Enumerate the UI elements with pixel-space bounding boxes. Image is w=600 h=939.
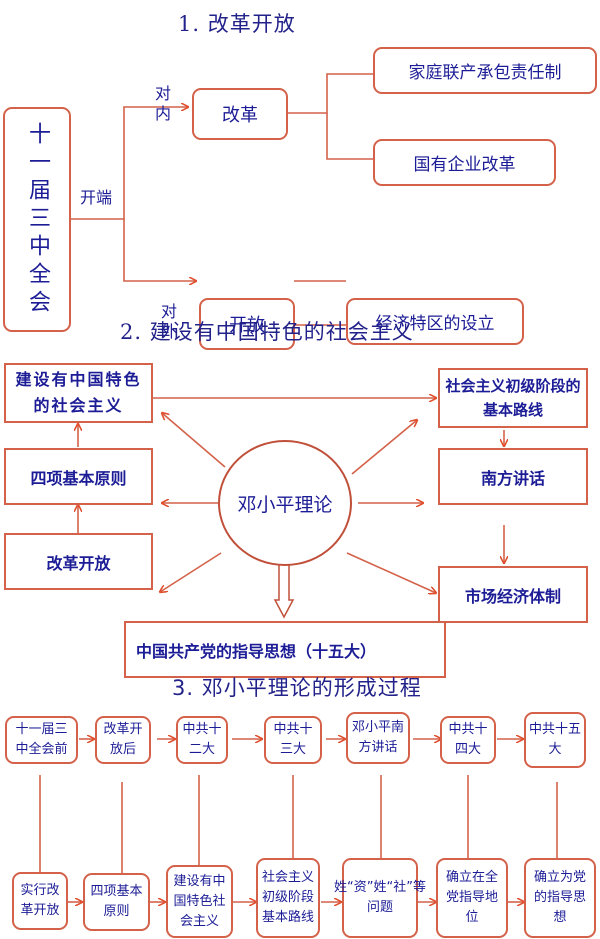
left-box-socialism: 建设有中国特色的社会主义 <box>4 363 153 423</box>
timeline-bottom-4: 社会主义初级阶段基本路线 <box>256 858 320 938</box>
right-box-market-economy: 市场经济体制 <box>438 566 588 623</box>
right-box-southern-tour: 南方讲话 <box>438 448 588 505</box>
timeline-top-1: 十一届三中全会前 <box>5 716 78 764</box>
reform-box: 改革 <box>192 88 288 140</box>
section2-title: 2. 建设有中国特色的社会主义 <box>120 320 414 344</box>
timeline-bottom-2: 四项基本原则 <box>83 873 150 931</box>
right-box-basic-line: 社会主义初级阶段的基本路线 <box>438 368 588 428</box>
timeline-top-5: 邓小平南方讲话 <box>346 712 410 764</box>
root-box-plenum: 十一届三中全会 <box>3 107 71 332</box>
timeline-bottom-7: 确立为党的指导思想 <box>524 858 596 938</box>
opening-box: 开放 <box>199 298 295 350</box>
timeline-top-2: 改革开放后 <box>95 716 151 764</box>
section1-title: 1. 改革开放 <box>178 12 296 36</box>
start-label: 开端 <box>80 188 113 207</box>
sez-box: 经济特区的设立 <box>346 298 524 345</box>
left-box-four-principles: 四项基本原则 <box>4 448 153 505</box>
center-circle-deng-theory: 邓小平理论 <box>218 440 352 566</box>
inner-label: 对内 <box>155 84 172 123</box>
timeline-bottom-5: 姓“资”姓“社”等问题 <box>334 858 426 938</box>
soe-reform-box: 国有企业改革 <box>373 139 556 186</box>
guiding-ideology-box: 中国共产党的指导思想（十五大） <box>124 621 446 678</box>
timeline-bottom-1: 实行改革开放 <box>12 872 68 930</box>
household-responsibility-box: 家庭联产承包责任制 <box>373 47 597 94</box>
timeline-bottom-6: 确立在全党指导地位 <box>436 858 508 938</box>
timeline-top-4: 中共十三大 <box>264 716 322 764</box>
timeline-top-7: 中共十五大 <box>524 712 586 768</box>
hollow-down-arrow <box>273 557 295 619</box>
timeline-top-6: 中共十四大 <box>440 716 496 764</box>
left-box-reform-opening: 改革开放 <box>4 533 153 590</box>
outer-label: 对外 <box>161 302 178 341</box>
section3-title: 3. 邓小平理论的形成过程 <box>172 676 422 700</box>
timeline-top-3: 中共十二大 <box>176 716 228 764</box>
timeline-bottom-3: 建设有中国特色社会主义 <box>166 865 233 938</box>
